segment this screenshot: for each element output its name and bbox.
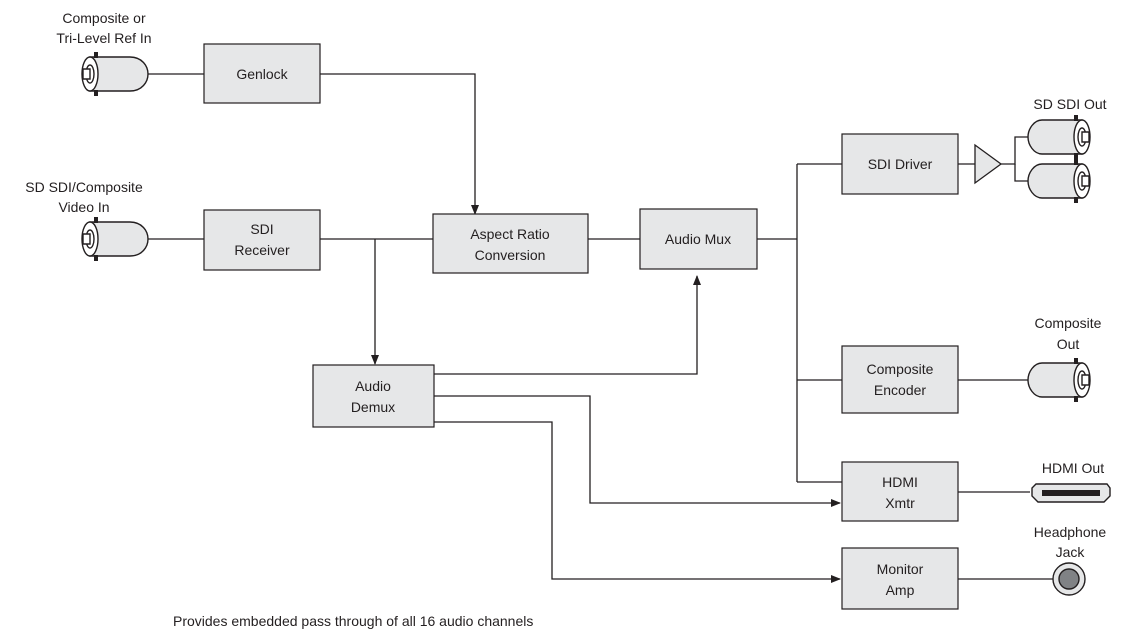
- wire-buffer-to-sdi-out-1: [1001, 136, 1030, 165]
- headphone-label-2: Jack: [1056, 544, 1086, 560]
- headphone-jack-icon: [1052, 562, 1086, 596]
- composite-encoder-label-1: Composite: [867, 361, 934, 377]
- ref-in-label-1: Composite or: [62, 10, 146, 26]
- aspect-ratio-label-2: Conversion: [475, 247, 546, 263]
- audio-demux-block: Audio Demux: [312, 364, 435, 428]
- headphone-label-1: Headphone: [1034, 524, 1107, 540]
- wire-demux-to-hdmi: [434, 395, 841, 507]
- wire-buffer-to-sdi-out-2: [1014, 164, 1030, 182]
- video-in-label-2: Video In: [58, 199, 109, 215]
- buffer-amplifier-icon: [974, 143, 1003, 185]
- audio-demux-label-1: Audio: [355, 378, 391, 394]
- hdmi-xmtr-block: HDMI Xmtr: [841, 461, 959, 522]
- wire-genlock-to-arc: [320, 73, 479, 215]
- wire-demux-to-monitor-amp: [434, 421, 841, 583]
- ref-in-label-2: Tri-Level Ref In: [56, 30, 151, 46]
- audio-demux-label-2: Demux: [351, 399, 395, 415]
- sdi-receiver-label-2: Receiver: [234, 242, 290, 258]
- hdmi-xmtr-label-1: HDMI: [882, 474, 918, 490]
- composite-encoder-label-2: Encoder: [874, 382, 926, 398]
- bnc-video-in-icon: [81, 217, 149, 261]
- hdmi-out-label: HDMI Out: [1042, 460, 1104, 476]
- monitor-amp-label-2: Amp: [886, 582, 915, 598]
- bnc-sdi-out-2-icon: [1027, 159, 1091, 203]
- signal-wires: [145, 73, 1053, 583]
- hdmi-xmtr-label-2: Xmtr: [885, 495, 915, 511]
- audio-mux-block: Audio Mux: [639, 208, 758, 270]
- composite-out-label-2: Out: [1057, 336, 1080, 352]
- wire-demux-to-mux: [434, 275, 701, 375]
- bnc-composite-out-icon: [1027, 358, 1091, 402]
- aspect-ratio-block: Aspect Ratio Conversion: [432, 213, 589, 274]
- genlock-block: Genlock: [203, 43, 321, 104]
- sdi-out-label: SD SDI Out: [1033, 96, 1106, 112]
- sdi-driver-block: SDI Driver: [841, 133, 959, 195]
- composite-out-label-1: Composite: [1035, 315, 1102, 331]
- audio-mux-label: Audio Mux: [665, 231, 731, 247]
- bnc-sdi-out-1-icon: [1027, 115, 1091, 159]
- genlock-label: Genlock: [236, 66, 288, 82]
- footnote: Provides embedded pass through of all 16…: [173, 613, 533, 629]
- bnc-ref-in-icon: [81, 52, 149, 96]
- composite-encoder-block: Composite Encoder: [841, 345, 959, 414]
- sdi-receiver-label-1: SDI: [250, 221, 273, 237]
- aspect-ratio-label-1: Aspect Ratio: [470, 226, 550, 242]
- hdmi-port-icon: [1031, 483, 1111, 503]
- video-in-label-1: SD SDI/Composite: [25, 179, 143, 195]
- monitor-amp-label-1: Monitor: [877, 561, 924, 577]
- sdi-receiver-block: SDI Receiver: [203, 209, 321, 271]
- monitor-amp-block: Monitor Amp: [841, 547, 959, 610]
- sdi-driver-label: SDI Driver: [868, 156, 933, 172]
